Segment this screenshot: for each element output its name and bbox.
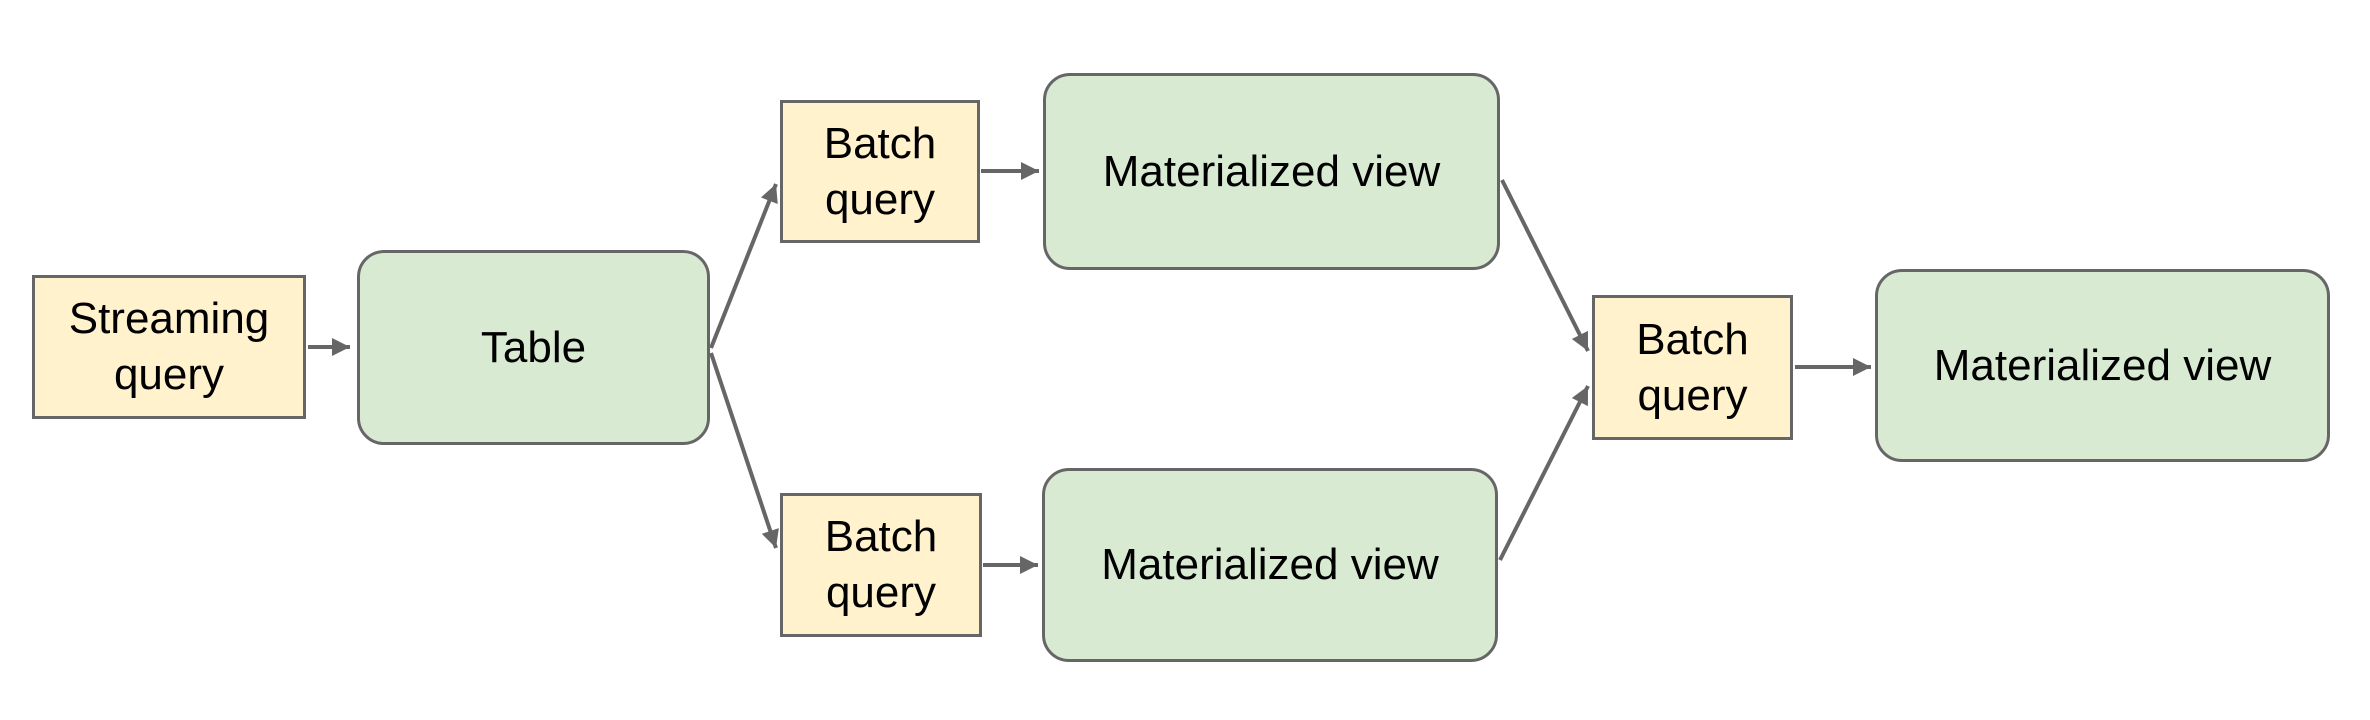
node-table-label: Table <box>480 322 587 372</box>
node-batch-query-right-label: Batch query <box>1636 314 1749 420</box>
node-batch-query-bottom: Batch query <box>780 493 982 637</box>
node-materialized-view-bottom-label: Materialized view <box>1101 540 1439 590</box>
node-materialized-view-bottom: Materialized view <box>1042 468 1498 662</box>
node-materialized-view-right: Materialized view <box>1875 269 2330 462</box>
node-materialized-view-top: Materialized view <box>1043 73 1500 270</box>
arrow-materialized-view-bottom-to-batch-query-right <box>1498 385 1590 561</box>
node-batch-query-right: Batch query <box>1592 295 1793 440</box>
node-streaming-query: Streaming query <box>32 275 306 419</box>
arrow-materialized-view-top-to-batch-query-right <box>1500 179 1590 352</box>
node-materialized-view-top-label: Materialized view <box>1102 146 1441 196</box>
node-streaming-query-label: Streaming query <box>68 294 270 399</box>
node-batch-query-top-label: Batch query <box>823 118 937 224</box>
node-batch-query-top: Batch query <box>780 100 980 243</box>
node-materialized-view-right-label: Materialized view <box>1933 340 2272 390</box>
node-batch-query-bottom-label: Batch query <box>824 512 938 617</box>
arrow-table-to-batch-query-top <box>709 183 778 349</box>
arrow-table-to-batch-query-bottom <box>709 352 779 549</box>
node-table: Table <box>357 250 710 445</box>
